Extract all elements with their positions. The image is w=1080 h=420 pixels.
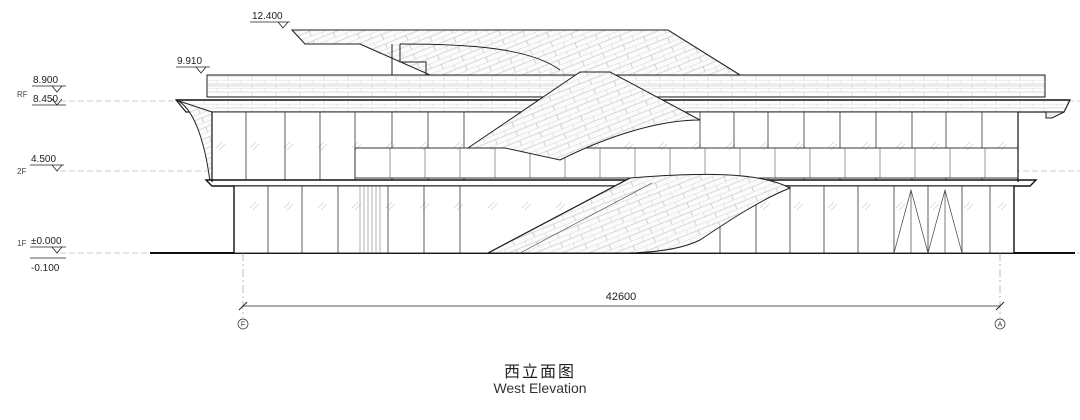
level-marker-roof-top: 12.400 <box>250 11 290 29</box>
grid-bubble-right: A <box>994 318 1006 330</box>
level-marker-1f: ±0.000 -0.100 1F <box>17 236 66 274</box>
floor-tag-rf: RF <box>17 90 28 99</box>
floor-tag-2f: 2F <box>17 167 26 176</box>
stair-shaft <box>359 186 381 253</box>
lower-ramp <box>487 173 792 254</box>
level-roof-top: 12.400 <box>252 11 283 22</box>
dimension-label: 42600 <box>606 291 637 303</box>
grid-axis-lines <box>242 253 1001 318</box>
level-roof-upper: 8.900 <box>33 75 58 86</box>
grid-label-right: A <box>998 322 1003 329</box>
level-ground-below: -0.100 <box>31 263 60 274</box>
grid-label-left: F <box>241 322 245 329</box>
caption-chinese: 西立面图 <box>503 362 576 381</box>
level-marker-roof: 8.900 8.450 RF <box>17 75 66 106</box>
second-floor-railing <box>354 147 1019 179</box>
left-curved-overhang <box>175 99 213 183</box>
level-roof-lower: 8.450 <box>33 94 58 105</box>
floor-tag-1f: 1F <box>17 239 26 248</box>
level-second-floor: 4.500 <box>31 154 56 165</box>
level-ground: ±0.000 <box>31 236 62 247</box>
grid-bubble-left: F <box>237 318 249 330</box>
upper-ramp <box>466 71 701 161</box>
caption-english: West Elevation <box>493 380 587 396</box>
overall-dimension: 42600 <box>238 291 1005 311</box>
level-marker-parapet: 9.910 <box>176 56 210 74</box>
level-marker-2f: 4.500 2F <box>17 154 64 176</box>
entrance-doors <box>893 188 963 254</box>
level-parapet: 9.910 <box>177 56 202 67</box>
